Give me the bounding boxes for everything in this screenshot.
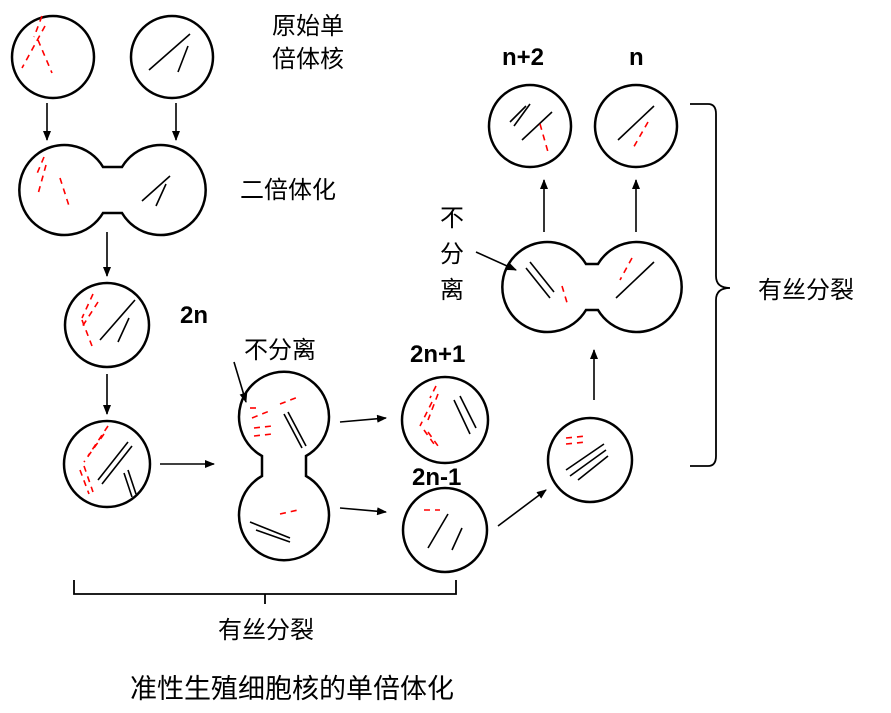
label-diploidization: 二倍体化 [240,176,336,204]
red-chromosome [423,429,435,445]
label-nondisjunction-vertical-2: 分 [440,240,464,268]
black-chromosome [97,441,129,481]
black-chromosome [509,105,527,123]
red-chromosome [565,441,587,445]
label-haploid-nuclei-line2: 倍体核 [272,45,344,73]
black-chromosome [569,449,607,477]
pointer-nondisjunction-left [233,361,248,403]
label-nondisjunction-vertical-1: 不 [440,204,464,232]
red-chromosome [59,177,71,210]
diploid-dividing-nucleus [62,419,152,509]
red-chromosome [37,39,53,74]
black-chromosome [529,261,555,293]
red-chromosome [21,25,46,69]
label-2n-plus-1: 2n+1 [410,341,465,368]
red-chromosome [419,401,433,427]
brace-right-mitosis [690,103,731,467]
red-chromosome [251,409,273,419]
haploid-nucleus-right [129,14,215,100]
label-mitosis-bottom: 有丝分裂 [218,616,314,644]
red-chromosome [429,385,437,399]
black-chromosome [453,399,471,435]
aneuploid-nucleus-2n-minus-1 [401,486,489,574]
red-chromosome [253,433,273,437]
black-chromosome [615,261,655,299]
red-chromosome [83,465,94,493]
red-chromosome [83,433,105,463]
red-chromosome [37,164,47,195]
haploid-nucleus-left [10,14,96,100]
dividing-nucleus-right [501,240,683,334]
red-chromosome [35,156,45,177]
arrow-to-2n-minus-1 [339,507,387,516]
black-chromosome [283,413,303,449]
black-chromosome [123,472,133,498]
black-chromosome [617,105,655,141]
label-nondisjunction-vertical-3: 离 [440,276,464,304]
black-chromosome [177,45,189,73]
black-chromosome [117,317,130,343]
black-chromosome [451,527,463,551]
brace-bottom-mitosis [73,580,457,595]
black-chromosome [101,445,133,485]
red-chromosome [79,469,90,495]
label-nondisjunction: 不分离 [244,336,316,364]
red-chromosome [81,319,93,347]
black-chromosome [141,175,171,202]
arrow-2n-minus-1-to-next [497,489,547,527]
diploid-nucleus [63,281,151,369]
red-chromosome [561,285,569,307]
black-chromosome [155,183,167,207]
red-chromosome [81,293,94,319]
fusing-nuclei [18,143,207,237]
red-chromosome [33,15,43,38]
nondisjunction-division [237,370,331,562]
black-chromosome [513,103,531,127]
red-chromosome [253,425,273,429]
black-chromosome [99,299,136,341]
black-chromosome [148,33,191,71]
red-chromosome [81,301,99,328]
aneuploid-nucleus-next [546,416,634,504]
red-chromosome [619,257,633,281]
red-chromosome [631,121,649,151]
black-chromosome [427,513,449,549]
label-mitosis-right: 有丝分裂 [758,276,854,304]
red-chromosome [539,123,549,153]
label-n-plus-2: n+2 [502,44,544,71]
black-chromosome [459,395,477,429]
label-haploid-nuclei-line1: 原始单 [272,12,344,40]
black-chromosome [565,443,605,471]
label-2n-minus-1: 2n-1 [412,464,461,491]
black-chromosome [249,521,291,539]
aneuploid-nucleus-2n-plus-1 [400,375,490,465]
nucleus-n [593,83,679,169]
nucleus-n-plus-2 [487,83,573,169]
red-chromosome [427,393,439,421]
label-2n: 2n [180,302,208,329]
red-chromosome [427,431,439,447]
red-chromosome [565,435,587,439]
diagram-title: 准性生殖细胞核的单倍体化 [130,674,454,705]
black-chromosome [287,411,307,447]
black-chromosome [525,267,551,299]
pointer-nondisjunction-right [475,251,517,271]
red-chromosome [279,396,299,405]
arrow-to-2n-plus-1 [339,414,387,423]
black-chromosome [577,455,609,481]
label-n: n [629,44,644,71]
black-chromosome [255,529,291,543]
black-chromosome [521,111,553,141]
red-chromosome [279,509,299,515]
black-chromosome [127,469,137,495]
